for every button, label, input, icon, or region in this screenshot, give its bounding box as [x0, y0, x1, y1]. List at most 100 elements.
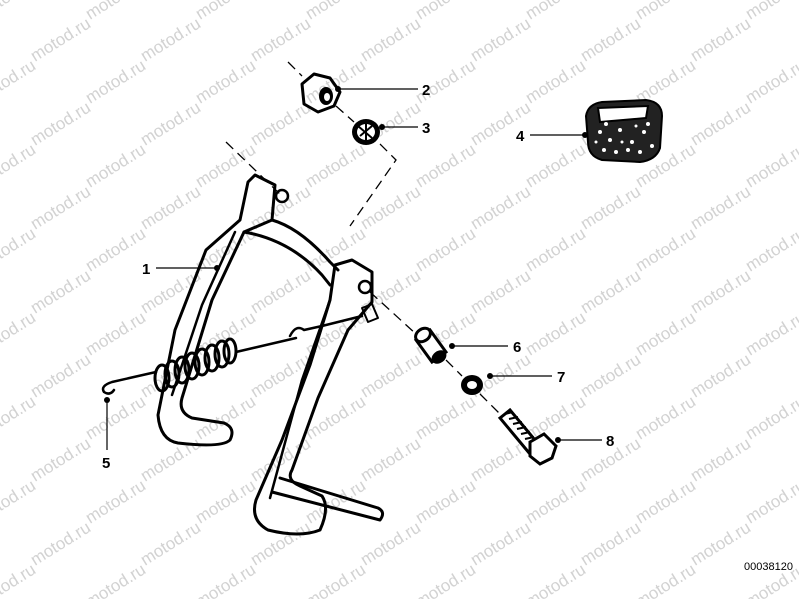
callout-3: 3	[379, 120, 430, 137]
watermark-text: motod.ru	[412, 476, 479, 528]
watermark-text: motod.ru	[467, 266, 534, 318]
watermark-text: motod.ru	[302, 0, 369, 23]
bushing-part-6	[413, 326, 449, 365]
watermark-text: motod.ru	[577, 518, 644, 570]
watermark-text: motod.ru	[192, 56, 259, 108]
watermark-text: motod.ru	[0, 140, 39, 192]
watermark-text: motod.ru	[27, 14, 94, 66]
watermark-text: motod.ru	[247, 518, 314, 570]
watermark-text: motod.ru	[357, 14, 424, 66]
svg-text:2: 2	[422, 82, 430, 99]
watermark-text: motod.ru	[467, 182, 534, 234]
watermark-text: motod.ru	[412, 0, 479, 23]
svg-text:5: 5	[102, 455, 110, 472]
watermark-text: motod.ru	[27, 350, 94, 402]
watermark-text: motod.ru	[577, 266, 644, 318]
watermark-text: motod.ru	[412, 560, 479, 599]
svg-text:1: 1	[142, 261, 150, 278]
watermark-text: motod.ru	[577, 350, 644, 402]
callout-7: 7	[487, 369, 565, 386]
watermark-text: motod.ru	[82, 56, 149, 108]
svg-text:3: 3	[422, 120, 430, 137]
watermark-text: motod.ru	[357, 182, 424, 234]
callout-5: 5	[102, 397, 110, 472]
watermark-text: motod.ru	[247, 14, 314, 66]
watermark-text: motod.ru	[467, 14, 534, 66]
watermark-text: motod.ru	[137, 518, 204, 570]
watermark-text: motod.ru	[27, 434, 94, 486]
watermark-text: motod.ru	[632, 224, 699, 276]
watermark-text: motod.ru	[522, 560, 589, 599]
watermark-text: motod.ru	[522, 140, 589, 192]
callout-2: 2	[335, 82, 430, 99]
watermark-text: motod.ru	[357, 434, 424, 486]
watermark-text: motod.ru	[82, 224, 149, 276]
bolt-part-8	[497, 407, 558, 466]
callout-1: 1	[142, 261, 220, 278]
watermark-text: motod.ru	[0, 560, 39, 599]
watermark-text: motod.ru	[302, 560, 369, 599]
watermark-text: motod.ru	[742, 140, 799, 192]
watermark-text: motod.ru	[247, 266, 314, 318]
watermark-text: motod.ru	[27, 266, 94, 318]
washer-part-7	[461, 375, 483, 395]
watermark-text: motod.ru	[82, 140, 149, 192]
center-stand-part-1	[156, 173, 385, 536]
assembly-axis-lines	[225, 61, 501, 415]
watermark-text: motod.ru	[192, 0, 259, 23]
watermark-text: motod.ru	[522, 224, 589, 276]
drawing-number: 00038120	[744, 561, 793, 573]
watermark-text: motod.ru	[27, 98, 94, 150]
watermark-text: motod.ru	[632, 476, 699, 528]
watermark-text: motod.ru	[632, 308, 699, 360]
watermark-text: motod.ru	[137, 98, 204, 150]
watermark-text: motod.ru	[0, 56, 39, 108]
watermark-text: motod.ru	[632, 392, 699, 444]
watermark-text: motod.ru	[467, 518, 534, 570]
watermark-text: motod.ru	[522, 56, 589, 108]
watermark-text: motod.ru	[302, 140, 369, 192]
watermark-text: motod.ru	[137, 182, 204, 234]
watermark-text: motod.ru	[742, 56, 799, 108]
watermark-text: motod.ru	[577, 182, 644, 234]
watermark-text: motod.ru	[137, 14, 204, 66]
watermark-text: motod.ru	[687, 266, 754, 318]
watermark-text: motod.ru	[82, 392, 149, 444]
watermark-text: motod.ru	[687, 182, 754, 234]
callout-8: 8	[555, 433, 614, 450]
svg-text:4: 4	[516, 128, 525, 145]
watermark-text: motod.ru	[522, 0, 589, 23]
watermark-text: motod.ru	[412, 392, 479, 444]
watermark-text: motod.ru	[742, 308, 799, 360]
nut-part-2	[300, 72, 342, 114]
watermark-text: motod.ru	[687, 350, 754, 402]
watermark-text: motod.ru	[522, 308, 589, 360]
watermark-text: motod.ru	[577, 14, 644, 66]
watermark-text: motod.ru	[412, 224, 479, 276]
watermark-text: motod.ru	[192, 392, 259, 444]
watermark-text: motod.ru	[522, 476, 589, 528]
rubber-pad-part-4	[584, 98, 664, 164]
watermark-text: motod.ru	[0, 0, 39, 23]
return-spring-part-5	[101, 314, 364, 395]
watermark-text: motod.ru	[357, 350, 424, 402]
watermark-text: motod.ru	[0, 224, 39, 276]
watermark-text: motod.ru	[27, 518, 94, 570]
callout-6: 6	[449, 339, 521, 356]
svg-text:6: 6	[513, 339, 521, 356]
watermark-text: motod.ru	[0, 308, 39, 360]
watermark-text: motod.ru	[0, 476, 39, 528]
watermark-text: motod.ru	[82, 476, 149, 528]
watermark-text: motod.ru	[742, 224, 799, 276]
watermark-text: motod.ru	[632, 560, 699, 599]
watermark-text: motod.ru	[0, 392, 39, 444]
watermark-text: motod.ru	[82, 308, 149, 360]
watermark-text: motod.ru	[82, 560, 149, 599]
watermark-text: motod.ru	[192, 476, 259, 528]
svg-text:8: 8	[606, 433, 614, 450]
watermark-text: motod.ru	[687, 98, 754, 150]
washer-part-3	[352, 119, 380, 145]
watermark-text: motod.ru	[742, 392, 799, 444]
